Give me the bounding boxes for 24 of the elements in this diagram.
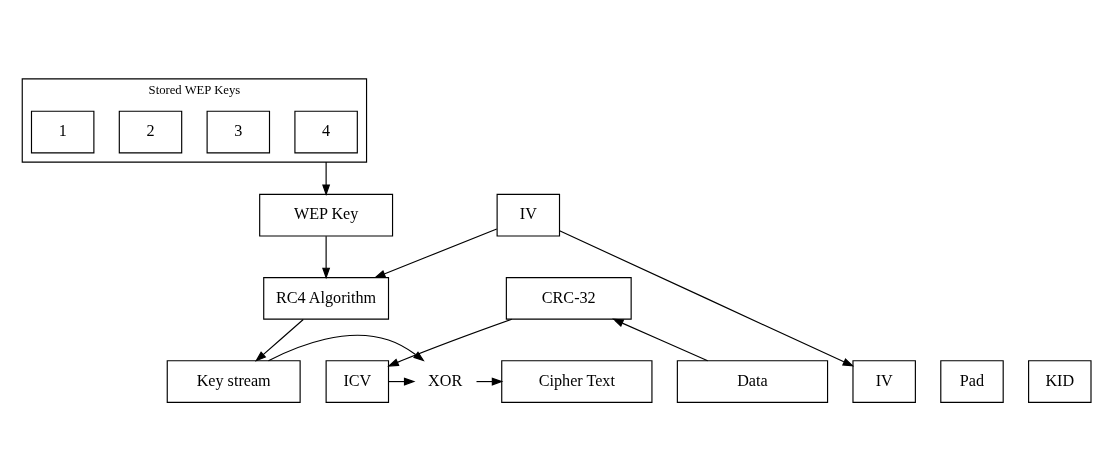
node-box: IV [852, 360, 916, 403]
node-box: Pad [940, 360, 1004, 403]
node-box: 4 [294, 110, 358, 154]
arrow [612, 318, 709, 362]
arrow [559, 230, 855, 367]
arrow [322, 235, 331, 280]
node-box: 1 [30, 110, 95, 154]
node-box: 3 [206, 110, 271, 154]
node-box: 2 [118, 110, 183, 154]
node-text: XOR [428, 371, 463, 389]
arrow [254, 318, 304, 362]
node-box: IV [496, 193, 561, 237]
arrow [387, 318, 513, 367]
node-box: Data [676, 360, 829, 403]
node-box: RC4 Algorithm [263, 277, 390, 320]
node-box: Cipher Text [501, 360, 653, 403]
node-box: Key stream [166, 360, 301, 403]
arrow [322, 161, 331, 197]
node-box: CRC-32 [505, 277, 632, 320]
arrow [373, 228, 498, 279]
node-box: WEP Key [259, 193, 394, 237]
arrow [267, 334, 425, 362]
node-box: KID [1028, 360, 1092, 403]
node-box: ICV [325, 360, 390, 403]
